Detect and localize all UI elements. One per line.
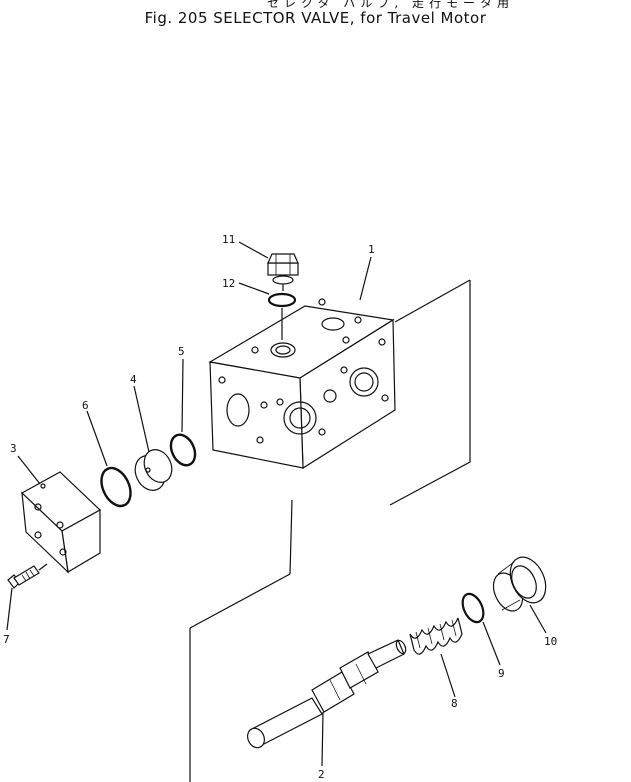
o-ring-part-12 — [267, 292, 297, 308]
callout-4: 4 — [130, 373, 137, 386]
callout-5: 5 — [178, 345, 185, 358]
spool-part-2 — [247, 639, 407, 749]
callout-10: 10 — [544, 635, 557, 648]
plug-part-4 — [134, 449, 173, 491]
spring-part-8 — [409, 617, 463, 655]
end-block-part-3 — [20, 471, 102, 574]
callout-1: 1 — [368, 243, 375, 256]
japanese-title: セレクタ バルブ, 走行モータ用 — [267, 0, 514, 10]
callout-7: 7 — [3, 633, 10, 646]
o-ring-part-6 — [100, 466, 132, 508]
callout-6: 6 — [82, 399, 89, 412]
valve-body-part-1 — [208, 298, 396, 470]
leader-lines — [6, 241, 547, 767]
o-ring-part-9 — [461, 592, 485, 624]
callout-11: 11 — [222, 233, 235, 246]
plug-part-11 — [267, 253, 299, 285]
callout-2: 2 — [318, 768, 325, 781]
figure-title: Fig. 205 SELECTOR VALVE, for Travel Moto… — [144, 9, 487, 27]
callout-9: 9 — [498, 667, 505, 680]
callout-3: 3 — [10, 442, 17, 455]
assembly-frame-lines — [189, 279, 471, 782]
plug-part-10 — [492, 556, 547, 612]
callout-8: 8 — [451, 697, 458, 710]
o-ring-part-5 — [169, 433, 197, 467]
callout-12: 12 — [222, 277, 235, 290]
bolt-part-7 — [7, 563, 48, 589]
